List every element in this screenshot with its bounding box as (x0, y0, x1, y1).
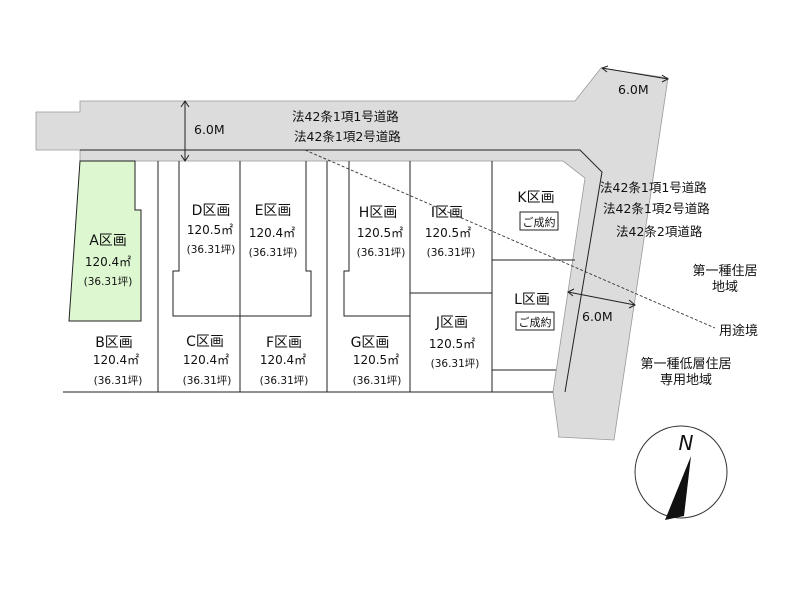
lot-name: C区画 (186, 334, 224, 350)
zone-upper-line2: 地域 (712, 280, 738, 295)
lot-area: 120.4㎡ (183, 353, 229, 367)
lot-name: G区画 (351, 335, 390, 351)
compass-circle (634, 425, 728, 519)
lot-name: F区画 (266, 335, 302, 351)
right-top-dimension-arrow (600, 65, 669, 83)
right-road-width: 6.0M (582, 309, 613, 324)
lot-tsubo: (36.31坪) (353, 374, 402, 387)
top-road-label-1: 法42条1項1号道路 (292, 109, 399, 124)
lot-tsubo: (36.31坪) (427, 246, 476, 259)
lot-area: 120.5㎡ (425, 226, 471, 240)
right-road-dimension-arrow (567, 288, 636, 309)
lot-name: L区画 (514, 292, 550, 308)
lot-name: A区画 (89, 233, 127, 249)
lot-name: H区画 (359, 205, 398, 221)
lot-a[interactable]: A区画 120.4㎡ (36.31坪) (84, 233, 133, 288)
lot-tsubo: (36.31坪) (249, 246, 298, 259)
lot-area: 120.5㎡ (357, 226, 403, 240)
right-road-label-1: 法42条1項1号道路 (600, 180, 707, 195)
lot-e[interactable]: E区画 120.4㎡ (36.31坪) (249, 203, 298, 259)
lot-tsubo: (36.31坪) (357, 246, 406, 259)
lot-area: 120.5㎡ (187, 223, 233, 237)
lot-g[interactable]: G区画 120.5㎡ (36.31坪) (351, 335, 402, 387)
right-road-label-2: 法42条1項2号道路 (603, 201, 710, 216)
zone-lower-line2: 専用地域 (660, 373, 712, 388)
lot-i[interactable]: I区画 120.5㎡ (36.31坪) (425, 205, 476, 259)
zone-upper-line1: 第一種住居 (692, 263, 757, 279)
lot-area: 120.4㎡ (249, 226, 295, 240)
sold-badge-frame (519, 211, 559, 231)
lot-h[interactable]: H区画 120.5㎡ (36.31坪) (357, 205, 406, 259)
top-road-label-2: 法42条1項2号道路 (294, 129, 401, 144)
lot-k[interactable]: K区画 ご成約 (517, 190, 559, 231)
road-area (35, 67, 669, 441)
north-compass: N (634, 425, 728, 520)
zone-lower-line1: 第一種低層住居 (640, 356, 731, 372)
lot-area: 120.4㎡ (260, 353, 306, 367)
lot-name: E区画 (255, 203, 292, 219)
lot-tsubo: (36.31坪) (260, 374, 309, 387)
lot-tsubo: (36.31坪) (187, 243, 236, 256)
lot-area: 120.5㎡ (353, 353, 399, 367)
lot-b[interactable]: B区画 120.4㎡ (36.31坪) (93, 335, 143, 387)
lot-area: 120.4㎡ (93, 353, 139, 367)
compass-needle-icon (665, 456, 691, 520)
sold-badge-frame (515, 311, 555, 331)
right-top-road-width: 6.0M (618, 82, 649, 97)
lot-d[interactable]: D区画 120.5㎡ (36.31坪) (187, 203, 236, 256)
zone-boundary-line (304, 149, 716, 329)
road-boundary-line (80, 149, 603, 393)
lot-f[interactable]: F区画 120.4㎡ (36.31坪) (260, 335, 309, 387)
lot-area: 120.4㎡ (85, 255, 131, 269)
lot-name: K区画 (517, 190, 554, 206)
lot-name: B区画 (95, 335, 133, 351)
top-road-width: 6.0M (194, 122, 225, 137)
lot-c[interactable]: C区画 120.4㎡ (36.31坪) (183, 334, 232, 387)
lot-tsubo: (36.31坪) (94, 374, 143, 387)
right-road-label-3: 法42条2項道路 (616, 224, 703, 239)
lot-a-shape[interactable] (68, 160, 142, 322)
lot-j[interactable]: J区画 120.5㎡ (36.31坪) (429, 315, 480, 370)
top-road-dimension-arrow (180, 100, 190, 162)
zone-boundary-label: 用途境 (719, 323, 758, 339)
lot-tsubo: (36.31坪) (84, 275, 133, 288)
compass-north-label: N (679, 431, 694, 455)
lot-name: D区画 (192, 203, 231, 219)
lot-tsubo: (36.31坪) (431, 357, 480, 370)
lot-area: 120.5㎡ (429, 337, 475, 351)
sold-badge: ご成約 (523, 215, 556, 229)
lot-lines (63, 161, 575, 393)
lot-name: J区画 (435, 315, 468, 331)
sold-badge: ご成約 (519, 315, 552, 329)
lot-tsubo: (36.31坪) (183, 374, 232, 387)
lot-name: I区画 (431, 205, 463, 221)
lot-l[interactable]: L区画 ご成約 (514, 292, 555, 331)
